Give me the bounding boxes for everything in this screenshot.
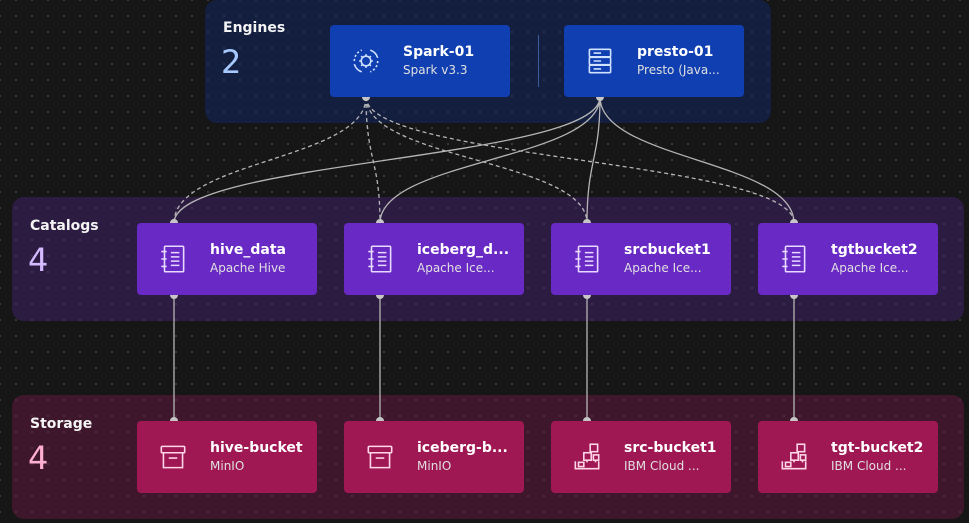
archive-box-icon: [362, 439, 398, 475]
storage-name: src-bucket1: [624, 440, 717, 456]
engine-name: presto-01: [637, 44, 714, 60]
storage-title: Storage: [30, 416, 93, 432]
cloud-object-storage-icon: [569, 439, 605, 475]
storage-name: hive-bucket: [210, 440, 303, 456]
engines-title: Engines: [223, 20, 286, 36]
engines-divider: [538, 35, 539, 87]
storage-node-tgt-bucket2[interactable]: tgt-bucket2 IBM Cloud ...: [758, 421, 938, 493]
catalog-name: hive_data: [210, 242, 286, 258]
catalog-notebook-icon: [155, 241, 191, 277]
catalog-notebook-icon: [569, 241, 605, 277]
catalog-type: Apache Hive: [210, 261, 286, 275]
catalog-name: srcbucket1: [624, 242, 711, 258]
spark-engine-icon: [348, 43, 384, 79]
storage-type: MinIO: [417, 459, 452, 473]
catalog-node-hive-data[interactable]: hive_data Apache Hive: [137, 223, 317, 295]
storage-type: IBM Cloud ...: [831, 459, 907, 473]
storage-count: 4: [28, 439, 49, 477]
cloud-object-storage-icon: [776, 439, 812, 475]
catalog-type: Apache Ice...: [624, 261, 702, 275]
storage-node-src-bucket1[interactable]: src-bucket1 IBM Cloud ...: [551, 421, 731, 493]
catalog-notebook-icon: [362, 241, 398, 277]
catalog-name: tgtbucket2: [831, 242, 918, 258]
archive-box-icon: [155, 439, 191, 475]
catalog-node-srcbucket1[interactable]: srcbucket1 Apache Ice...: [551, 223, 731, 295]
catalog-type: Apache Ice...: [417, 261, 495, 275]
presto-server-icon: [582, 43, 618, 79]
engine-name: Spark-01: [403, 44, 475, 60]
catalogs-count: 4: [28, 241, 49, 279]
storage-node-iceberg-bucket[interactable]: iceberg-b... MinIO: [344, 421, 524, 493]
catalog-type: Apache Ice...: [831, 261, 909, 275]
storage-name: iceberg-b...: [417, 440, 508, 456]
storage-type: MinIO: [210, 459, 245, 473]
catalogs-title: Catalogs: [30, 218, 99, 234]
catalog-node-tgtbucket2[interactable]: tgtbucket2 Apache Ice...: [758, 223, 938, 295]
engine-node-presto-01[interactable]: presto-01 Presto (Java...: [564, 25, 744, 97]
catalog-notebook-icon: [776, 241, 812, 277]
engine-type: Spark v3.3: [403, 63, 468, 77]
storage-type: IBM Cloud ...: [624, 459, 700, 473]
catalog-name: iceberg_d...: [417, 242, 510, 258]
engine-type: Presto (Java...: [637, 63, 720, 77]
engine-node-spark-01[interactable]: Spark-01 Spark v3.3: [330, 25, 510, 97]
storage-name: tgt-bucket2: [831, 440, 924, 456]
catalog-node-iceberg-data[interactable]: iceberg_d... Apache Ice...: [344, 223, 524, 295]
storage-node-hive-bucket[interactable]: hive-bucket MinIO: [137, 421, 317, 493]
engines-count: 2: [221, 43, 242, 81]
